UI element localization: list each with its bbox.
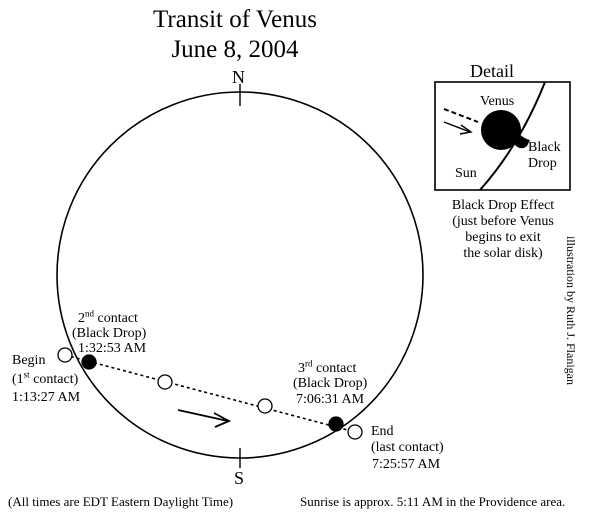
second-contact-note: (Black Drop) — [72, 326, 147, 341]
detail-drop-label: Drop — [528, 156, 557, 171]
detail-arrow — [443, 121, 473, 135]
begin-time: 1:13:27 AM — [12, 390, 81, 405]
second-contact-label: 2nd contact — [78, 308, 138, 326]
direction-arrow — [177, 409, 232, 428]
end-label: End — [371, 424, 394, 439]
caption-line-4: the solar disk) — [463, 246, 543, 261]
third-contact-note: (Black Drop) — [293, 376, 368, 391]
black-drop-bridge — [512, 132, 530, 149]
diagram-date: June 8, 2004 — [171, 36, 299, 63]
end-time: 7:25:57 AM — [372, 457, 441, 472]
third-contact-time: 7:06:31 AM — [296, 392, 365, 407]
begin-label: Begin — [12, 353, 45, 369]
detail-venus — [481, 110, 521, 150]
end-contact: (last contact) — [371, 440, 444, 455]
venus-second-contact — [81, 354, 97, 370]
venus-first-contact — [57, 347, 73, 363]
south-label: S — [234, 468, 245, 488]
detail-black-label: Black — [528, 140, 561, 155]
caption-line-1: Black Drop Effect — [451, 198, 555, 213]
footer-sunrise-note: Sunrise is approx. 5:11 AM in the Provid… — [300, 494, 566, 509]
venus-third-contact — [328, 416, 344, 432]
caption-line-3: begins to exit — [465, 230, 541, 245]
venus-midpoint-1 — [157, 374, 173, 390]
detail-sun-label: Sun — [455, 166, 477, 181]
caption-line-2: (just before Venus — [452, 214, 554, 229]
third-contact-label: 3rd contact — [298, 358, 357, 376]
second-contact-time: 1:32:53 AM — [78, 341, 147, 356]
detail-venus-label: Venus — [480, 94, 515, 109]
begin-contact: (1st contact) — [12, 369, 79, 387]
detail-heading: Detail — [470, 61, 514, 81]
venus-last-contact — [347, 424, 363, 440]
footer-timezone-note: (All times are EDT Eastern Daylight Time… — [8, 494, 234, 509]
diagram-title: Transit of Venus — [153, 6, 317, 33]
sun-disk — [56, 91, 424, 459]
venus-midpoint-2 — [257, 398, 273, 414]
begin-title: Begin — [12, 353, 46, 368]
transit-path — [64, 354, 356, 433]
north-label: N — [232, 67, 245, 87]
detail-path — [443, 108, 479, 123]
